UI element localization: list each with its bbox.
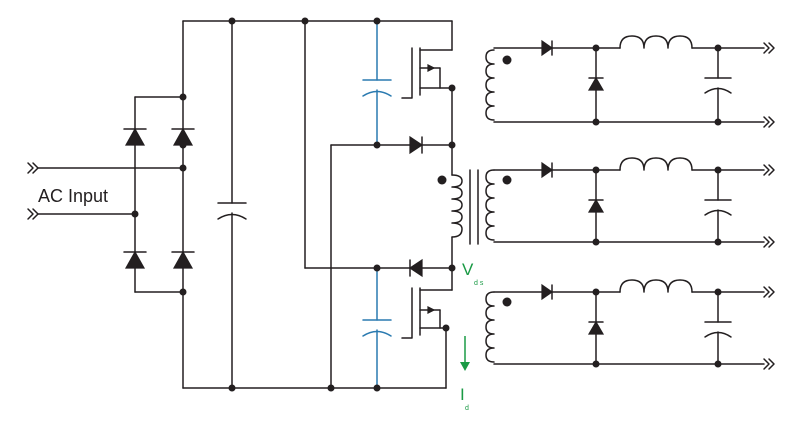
mosfet-upper — [401, 47, 453, 99]
switch-network-wiring — [304, 20, 453, 389]
secondary-stage-2 — [493, 157, 775, 248]
mosfet-lower — [401, 287, 453, 339]
clamp-diode-upper — [409, 135, 424, 155]
snubber-capacitor-upper — [362, 20, 392, 146]
ac-input-label: AC Input — [38, 186, 108, 206]
secondary-stage-1 — [485, 35, 775, 128]
transformer — [451, 169, 495, 245]
bridge-diode-top-left — [123, 127, 147, 146]
id-annotation: I d — [460, 336, 470, 412]
bridge-diode-bottom-left — [123, 250, 147, 269]
bridge-rectifier — [123, 20, 195, 389]
junction-dots — [131, 17, 722, 392]
winding-polarity-dots — [437, 55, 512, 307]
clamp-diode-lower — [408, 258, 423, 278]
dc-rails — [182, 20, 453, 389]
id-subscript: d — [465, 405, 469, 412]
bulk-capacitor — [217, 20, 247, 389]
secondary-stage-3 — [485, 279, 775, 370]
vds-label: V — [462, 260, 474, 279]
vds-subscript: d s — [474, 280, 484, 287]
snubber-capacitor-lower — [362, 267, 392, 389]
vds-annotation: V d s — [462, 260, 484, 287]
ac-input-terminals — [27, 162, 184, 220]
bridge-diode-bottom-right — [171, 250, 195, 269]
id-label: I — [460, 385, 465, 404]
